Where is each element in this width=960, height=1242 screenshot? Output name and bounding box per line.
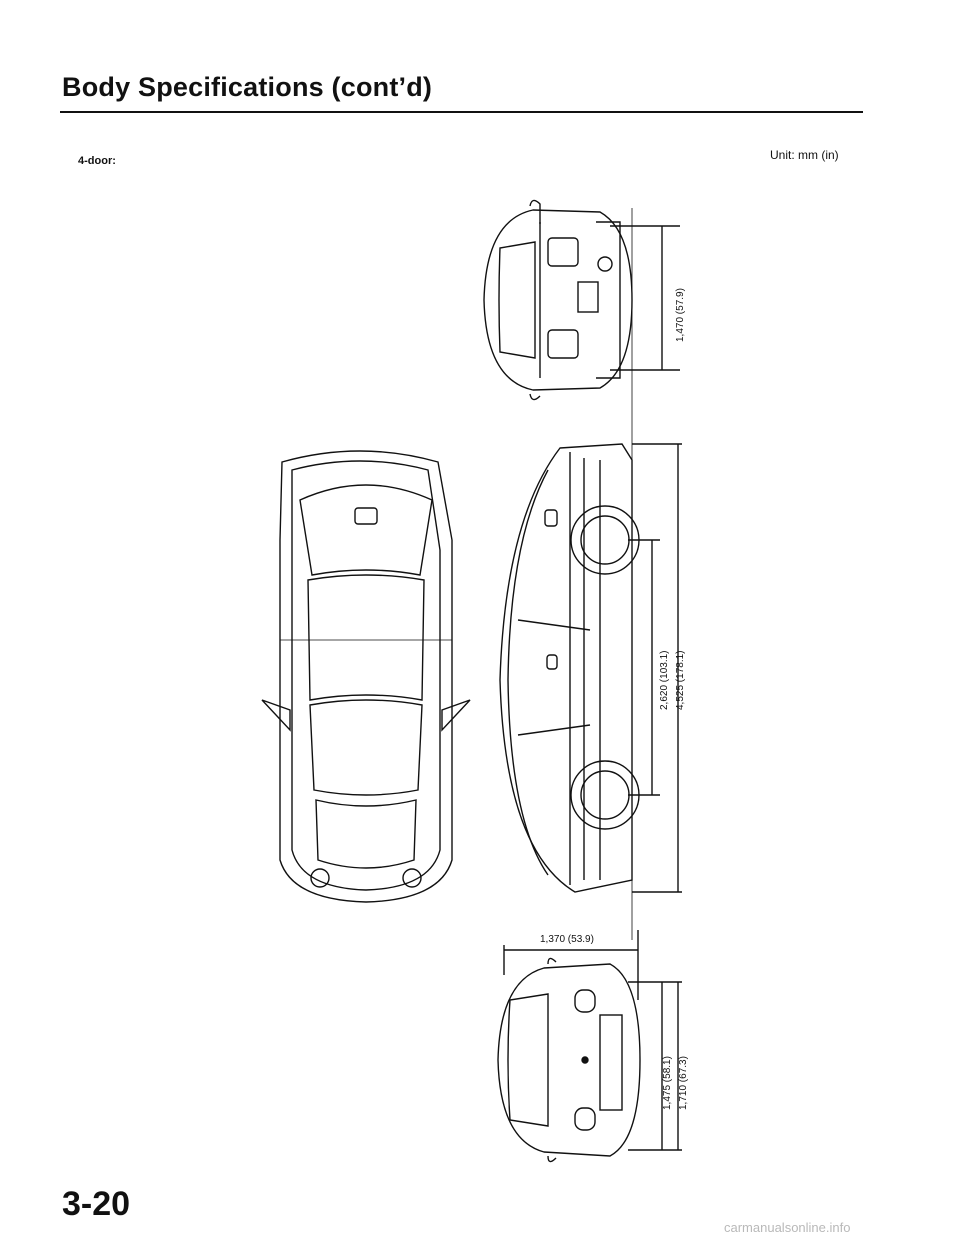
page-number: 3-20 [62,1185,131,1223]
wheelbase-dimension: 2,620 (103.1) [659,651,670,711]
unit-label: Unit: mm (in) [770,148,839,162]
overall-width-dimension: 1,710 (67.3) [678,1056,689,1110]
overall-length-dimension: 4,525 (178.1) [675,651,686,711]
car-plan-view [261,450,471,903]
car-front-view-top [483,199,680,420]
car-side-view [499,420,682,940]
title-rule [60,111,863,113]
variant-label: 4-door: [78,155,116,167]
car-rear-view-bottom [497,930,682,1163]
tread-dimension: 1,370 (53.9) [540,934,594,945]
watermark: carmanualsonline.info [724,1220,851,1235]
rear-tread-dimension: 1,475 (58.1) [662,1056,673,1110]
page-title: Body Specifications (cont’d) [62,72,433,102]
height-dimension: 1,470 (57.9) [675,288,686,342]
